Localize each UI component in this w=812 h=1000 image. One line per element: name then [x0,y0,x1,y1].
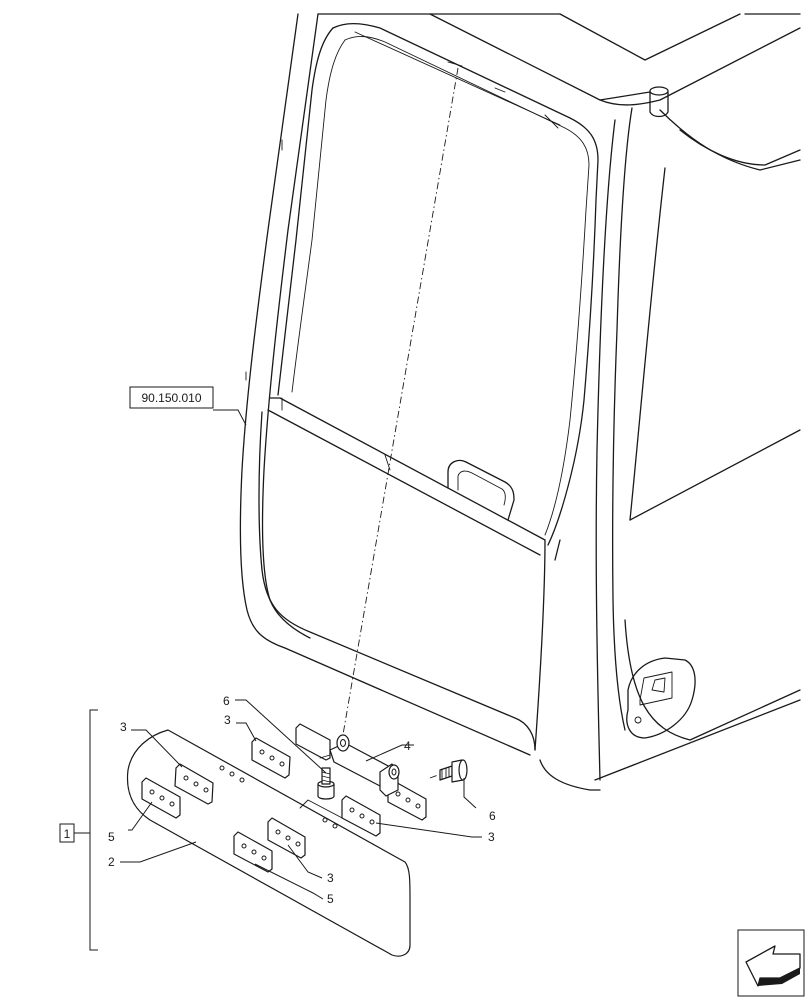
callout-2: 2 [108,855,115,869]
callout-6-center: 6 [223,694,230,708]
reference-label-box[interactable]: 90.150.010 [129,386,214,409]
cab-body [239,13,801,791]
callout-4: 4 [404,739,411,753]
spacer-pad-bottom [233,831,273,873]
callout-3-right: 3 [488,830,495,844]
callout-3-upper-left: 3 [120,720,127,734]
group-label: 1 [64,827,71,841]
next-page-arrow-icon[interactable] [737,929,805,997]
bolt-vertical [317,767,335,800]
group-label-box: 1 [59,823,75,843]
spacer-pad-left [141,777,181,819]
callout-5-left: 5 [108,830,115,844]
spacer-pad-right [341,795,381,837]
bolt-horizontal [439,759,468,783]
assembly-axis-line [339,67,459,753]
reference-label: 90.150.010 [141,391,201,405]
callout-3-top: 3 [224,713,231,727]
spacer-pad-upper-left [174,763,214,805]
callout-5-bottom: 5 [327,892,334,906]
hinge-bracket [295,723,400,797]
callout-3-bottom: 3 [327,871,334,885]
spacer-pad-top [251,737,291,779]
callout-6-right: 6 [489,809,496,823]
leader-lines [74,409,482,951]
spacer-pad-center [267,817,306,859]
